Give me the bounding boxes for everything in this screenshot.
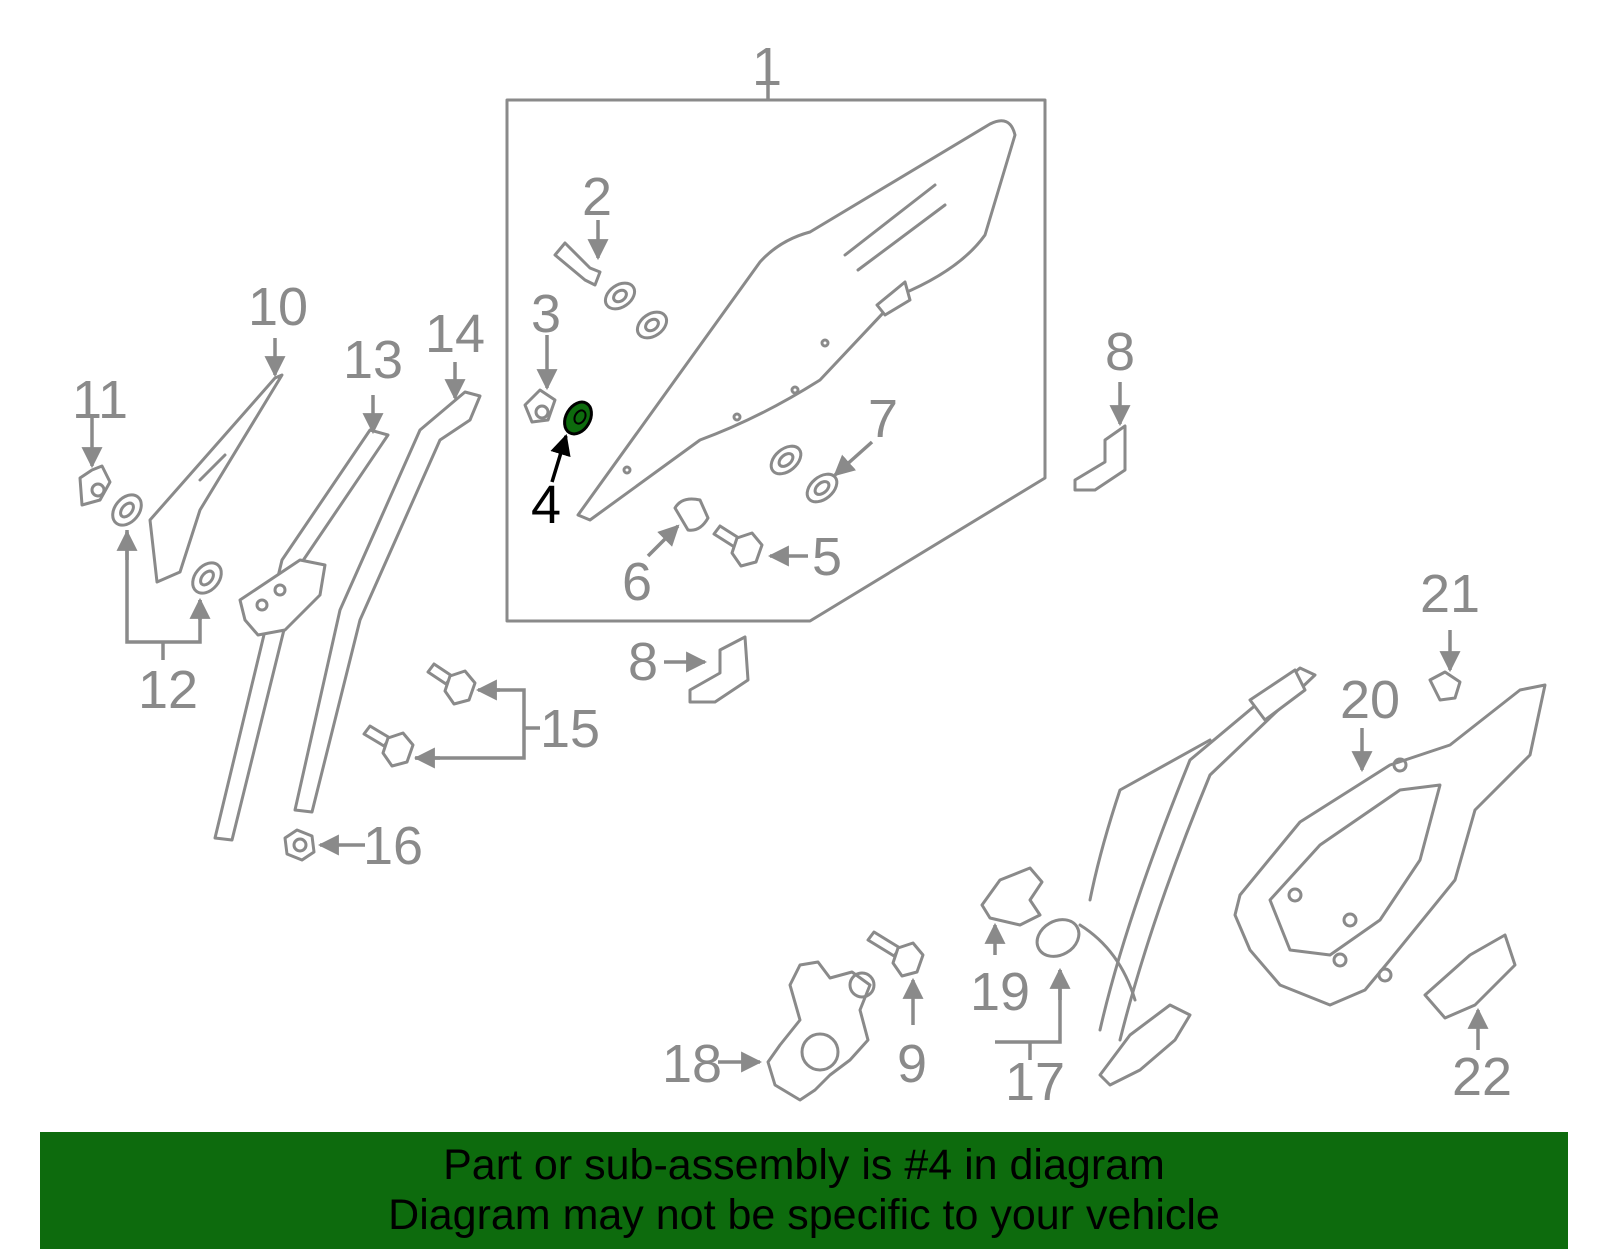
part-18-motor	[718, 960, 876, 1102]
callout-7: 7	[868, 389, 898, 449]
part-15-bolts	[362, 662, 540, 769]
callout-4: 4	[531, 475, 561, 535]
part-9-bolt	[866, 930, 925, 1025]
part-13-run-channel	[213, 395, 390, 842]
callout-17: 17	[1005, 1052, 1065, 1112]
door-glass	[576, 119, 1017, 522]
callout-12: 12	[138, 660, 198, 720]
callout-2: 2	[582, 167, 612, 227]
part-20-door-panel	[1233, 683, 1547, 1007]
callout-16: 16	[363, 816, 423, 876]
callout-13: 13	[343, 330, 403, 390]
part-2-bolt-and-washers	[553, 220, 669, 340]
part-4-highlighted	[550, 400, 593, 483]
part-17-regulator	[995, 666, 1317, 1087]
banner-line-2: Diagram may not be specific to your vehi…	[388, 1191, 1220, 1239]
callout-20: 20	[1340, 670, 1400, 730]
part-8-bracket-right	[1073, 382, 1131, 492]
part-16-nut	[283, 828, 365, 862]
callout-8-right: 8	[1105, 322, 1135, 382]
part-10-quarter-glass	[148, 338, 286, 584]
info-banner: Part or sub-assembly is #4 in diagram Di…	[40, 1132, 1568, 1249]
part-3-clip	[523, 335, 558, 424]
callout-9: 9	[897, 1034, 927, 1094]
banner-line-1: Part or sub-assembly is #4 in diagram	[443, 1141, 1165, 1189]
part-8-bracket-lower	[664, 635, 750, 704]
callout-10: 10	[248, 277, 308, 337]
callout-22: 22	[1452, 1047, 1512, 1107]
callout-18: 18	[662, 1034, 722, 1094]
callout-11: 11	[72, 370, 128, 430]
part-19-bracket	[980, 866, 1044, 955]
callout-14: 14	[425, 304, 485, 364]
part-22-patch	[1423, 933, 1517, 1050]
callout-8-lower: 8	[628, 632, 658, 692]
part-11-clip	[78, 418, 112, 507]
part-6-bushing	[646, 497, 710, 558]
callout-6: 6	[622, 552, 652, 612]
callout-3: 3	[531, 284, 561, 344]
callout-19: 19	[970, 962, 1030, 1022]
callout-1: 1	[752, 37, 782, 97]
part-14-run-channel	[293, 362, 482, 814]
callout-15: 15	[540, 699, 600, 759]
part-21-clip	[1428, 630, 1462, 702]
part-7-washers	[769, 440, 874, 504]
part-5-bolt	[712, 524, 808, 568]
callout-5: 5	[812, 527, 842, 587]
part-12-washers	[111, 493, 223, 660]
callout-21: 21	[1420, 564, 1480, 624]
